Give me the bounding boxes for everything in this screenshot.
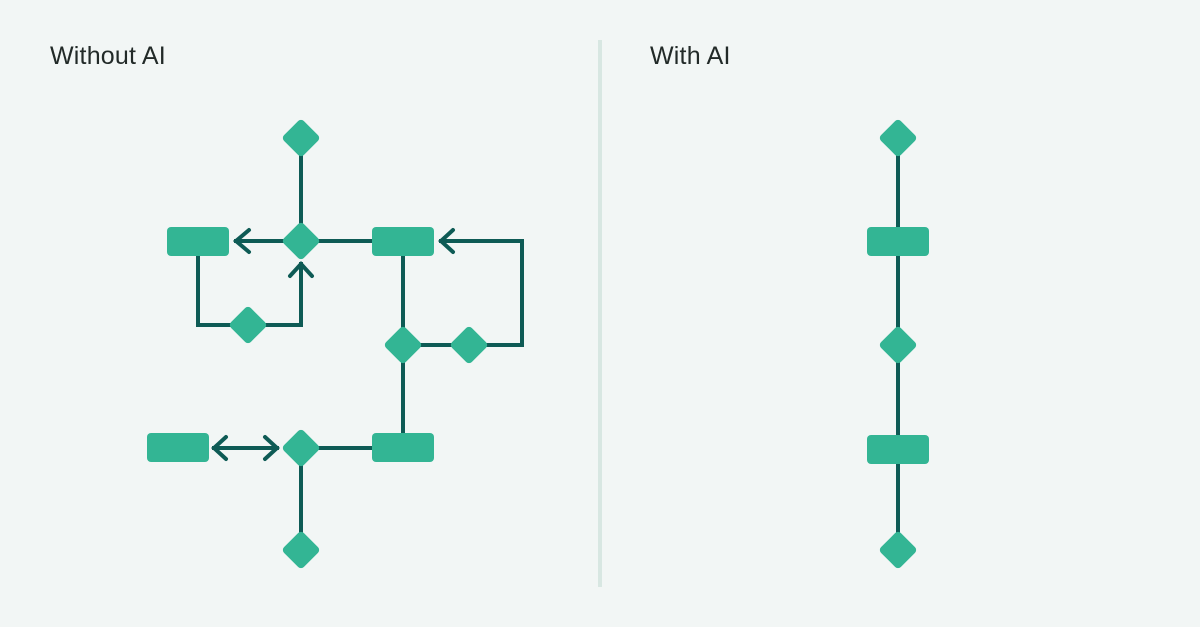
process-node bbox=[167, 227, 229, 256]
loop-connector bbox=[401, 239, 524, 347]
arrow-head bbox=[288, 261, 314, 278]
decision-node bbox=[282, 531, 320, 569]
decision-node bbox=[282, 222, 320, 260]
decision-node bbox=[450, 326, 488, 364]
process-node bbox=[147, 433, 209, 462]
decision-node bbox=[879, 531, 917, 569]
process-node bbox=[867, 435, 929, 464]
flow-without-ai bbox=[147, 119, 524, 569]
decision-node bbox=[879, 326, 917, 364]
panel-divider bbox=[598, 40, 602, 587]
process-node bbox=[867, 227, 929, 256]
process-node bbox=[372, 227, 434, 256]
arrow-head bbox=[211, 435, 228, 461]
decision-node bbox=[879, 119, 917, 157]
panel-title-with-ai: With AI bbox=[650, 42, 731, 70]
nodes-without-ai bbox=[147, 119, 488, 569]
decision-node bbox=[384, 326, 422, 364]
panel-title-without-ai: Without AI bbox=[50, 42, 166, 70]
flow-with-ai bbox=[867, 119, 929, 569]
arrow-head bbox=[232, 228, 251, 254]
decision-node bbox=[229, 306, 267, 344]
decision-node bbox=[282, 119, 320, 157]
nodes-with-ai bbox=[867, 119, 929, 569]
process-node bbox=[372, 433, 434, 462]
arrow-head bbox=[438, 228, 455, 254]
arrow-head bbox=[263, 435, 280, 461]
decision-node bbox=[282, 429, 320, 467]
